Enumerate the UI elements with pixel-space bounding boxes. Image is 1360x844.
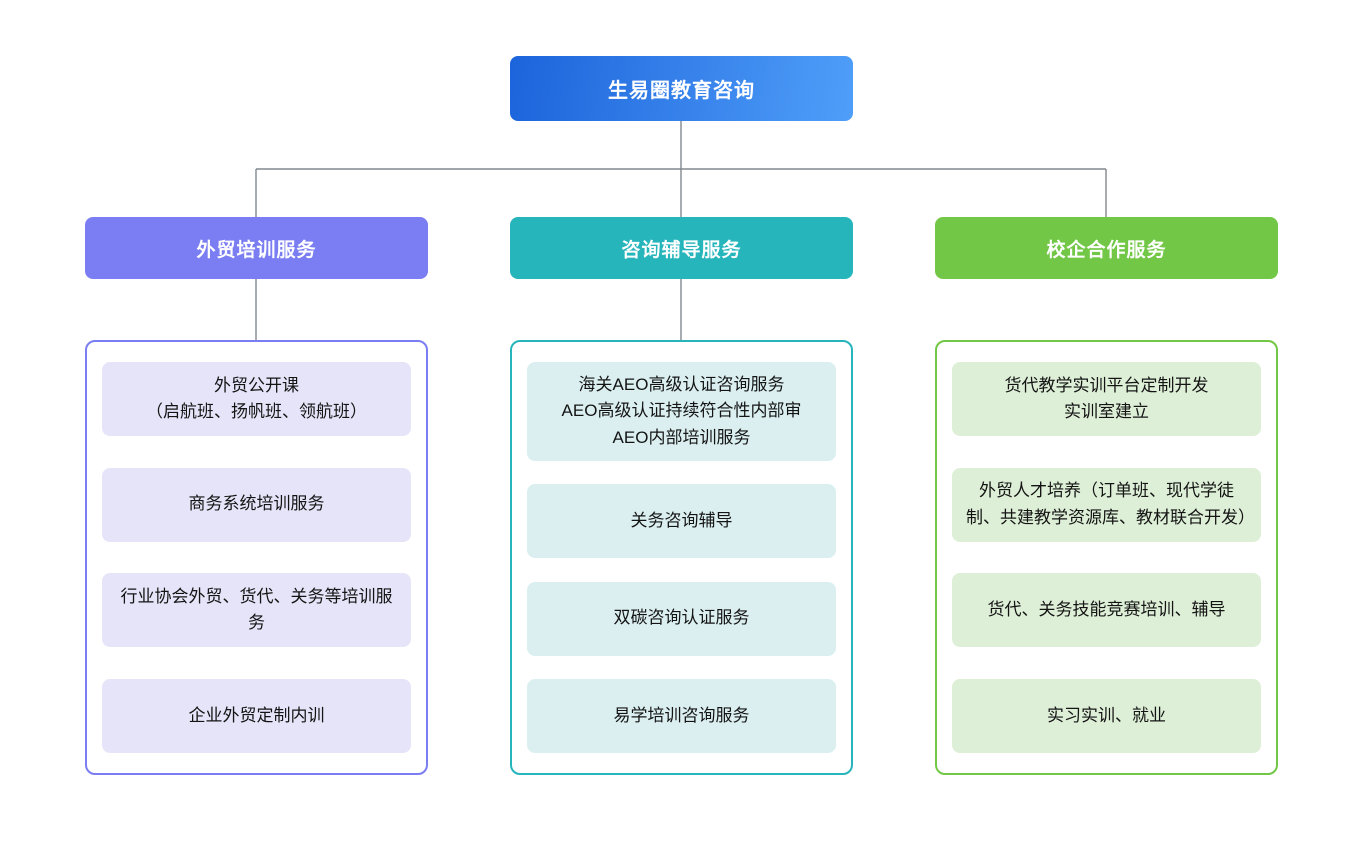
leaf-node: 实习实训、就业 <box>952 678 1261 753</box>
leaf-node: 行业协会外贸、货代、关务等培训服务 <box>102 573 411 648</box>
branch-container-consulting: 海关AEO高级认证咨询服务 AEO高级认证持续符合性内部审 AEO内部培训服务 … <box>510 340 853 775</box>
leaf-node: 易学培训咨询服务 <box>527 678 836 753</box>
leaf-node: 外贸人才培养（订单班、现代学徒制、共建教学资源库、教材联合开发） <box>952 467 1261 542</box>
branch-header-school-enterprise: 校企合作服务 <box>935 217 1278 279</box>
branch-header-trade-training: 外贸培训服务 <box>85 217 428 279</box>
leaf-node: 货代教学实训平台定制开发 实训室建立 <box>952 362 1261 436</box>
leaf-node: 海关AEO高级认证咨询服务 AEO高级认证持续符合性内部审 AEO内部培训服务 <box>527 362 836 462</box>
branch-header-label: 咨询辅导服务 <box>621 239 742 261</box>
root-node-label: 生易圈教育咨询 <box>608 80 755 102</box>
branch-header-consulting: 咨询辅导服务 <box>510 217 853 279</box>
branch-header-label: 校企合作服务 <box>1046 239 1167 261</box>
leaf-node: 双碳咨询认证服务 <box>527 581 836 656</box>
leaf-node: 商务系统培训服务 <box>102 467 411 542</box>
branch-container-trade-training: 外贸公开课 （启航班、扬帆班、领航班） 商务系统培训服务 行业协会外贸、货代、关… <box>85 340 428 775</box>
leaf-node: 货代、关务技能竞赛培训、辅导 <box>952 573 1261 648</box>
leaf-node: 外贸公开课 （启航班、扬帆班、领航班） <box>102 362 411 436</box>
branch-container-school-enterprise: 货代教学实训平台定制开发 实训室建立 外贸人才培养（订单班、现代学徒制、共建教学… <box>935 340 1278 775</box>
branch-header-label: 外贸培训服务 <box>196 239 317 261</box>
leaf-node: 企业外贸定制内训 <box>102 678 411 753</box>
leaf-node: 关务咨询辅导 <box>527 484 836 559</box>
root-node: 生易圈教育咨询 <box>510 56 853 121</box>
